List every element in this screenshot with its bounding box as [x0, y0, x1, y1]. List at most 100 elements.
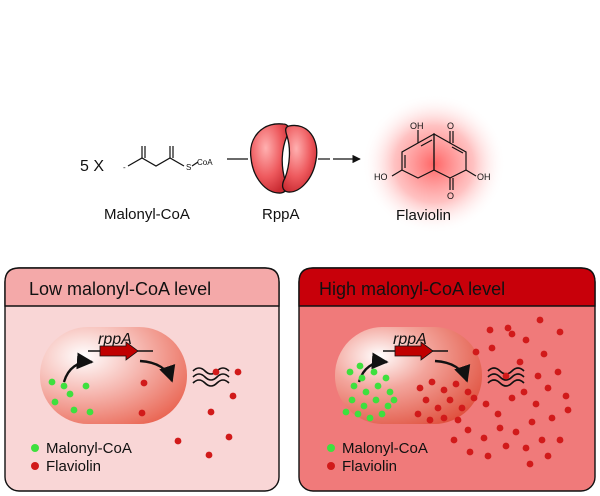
flaviolin-oh-right: OH: [477, 172, 491, 182]
flaviolin-high-dot: [522, 444, 530, 452]
flaviolin-o-top: O: [447, 121, 454, 131]
gene-label-high: rppA: [393, 331, 427, 348]
panel-low-title: Low malonyl-CoA level: [29, 279, 211, 299]
flaviolin-high-dot: [538, 436, 546, 444]
flaviolin-high-dot: [472, 348, 480, 356]
flaviolin-high-dot: [562, 392, 570, 400]
flaviolin-high-dot: [504, 324, 512, 332]
flaviolin-high-dot: [508, 330, 516, 338]
malonyl-high-dot: [372, 396, 380, 404]
flaviolin-structure: [391, 130, 477, 190]
flaviolin-low-dot: [207, 408, 215, 416]
product-label: Flaviolin: [396, 207, 451, 224]
flaviolin-high-dot: [516, 358, 524, 366]
malonyl-low-dot: [70, 406, 78, 414]
malonyl-low-dot: [48, 378, 56, 386]
flaviolin-high-dot: [496, 424, 504, 432]
legend-malonyl-dot-low: [31, 444, 39, 452]
flaviolin-high-dot: [554, 368, 562, 376]
uptake-arrow-low: [62, 352, 94, 383]
flaviolin-high-dot: [494, 410, 502, 418]
flaviolin-high-dot: [548, 414, 556, 422]
flaviolin-high-dot: [484, 452, 492, 460]
flaviolin-high-dot: [488, 344, 496, 352]
flaviolin-low-dot: [205, 451, 213, 459]
synthesis-arrow-low: [139, 359, 176, 383]
flaviolin-high-dot: [452, 380, 460, 388]
synthesis-arrow-high: [434, 359, 471, 383]
legend-flaviolin-label-low: Flaviolin: [46, 458, 101, 475]
flaviolin-low-dot: [229, 392, 237, 400]
flaviolin-high-dot: [532, 400, 540, 408]
malonyl-high-dot: [386, 388, 394, 396]
coa-label: CoA: [197, 158, 213, 167]
gene-label-low: rppA: [98, 331, 132, 348]
flaviolin-low-dot: [225, 433, 233, 441]
malonyl-low-dot: [60, 382, 68, 390]
malonyl-high-dot: [362, 388, 370, 396]
flaviolin-high-dot: [458, 404, 466, 412]
flaviolin-oh-top: OH: [410, 121, 424, 131]
carboxylate-minus: -: [123, 163, 126, 172]
malonyl-high-dot: [384, 402, 392, 410]
flaviolin-high-dot: [414, 410, 422, 418]
malonyl-high-dot: [358, 374, 366, 382]
flaviolin-low-dot: [138, 409, 146, 417]
flaviolin-high-dot: [556, 436, 564, 444]
malonyl-coa-structure: [127, 146, 185, 167]
malonyl-high-dot: [348, 396, 356, 404]
substrate-label: Malonyl-CoA: [104, 206, 190, 223]
legend-flaviolin-dot-low: [31, 462, 39, 470]
malonyl-high-dot: [366, 414, 374, 422]
mrna-squiggle-low: [192, 367, 230, 387]
malonyl-high-dot: [360, 402, 368, 410]
flaviolin-high-dot: [454, 416, 462, 424]
panel-high-title: High malonyl-CoA level: [319, 279, 505, 299]
flaviolin-high-dot: [526, 460, 534, 468]
sulfur-label: S: [186, 163, 191, 172]
malonyl-high-dot: [350, 382, 358, 390]
flaviolin-high-dot: [544, 452, 552, 460]
panel-high: High malonyl-CoA level rppA Malonyl-CoA …: [298, 267, 596, 492]
flaviolin-high-dot: [428, 378, 436, 386]
malonyl-high-dot: [370, 368, 378, 376]
malonyl-high-dot: [342, 408, 350, 416]
multiplier-text: 5 X: [80, 158, 104, 175]
malonyl-low-dot: [82, 382, 90, 390]
flaviolin-high-dot: [464, 388, 472, 396]
gene-arrow-low: [99, 341, 139, 361]
flaviolin-high-dot: [540, 350, 548, 358]
gene-arrow-high: [394, 341, 434, 361]
flaviolin-low-dot: [212, 368, 220, 376]
flaviolin-high-dot: [470, 394, 478, 402]
flaviolin-high-dot: [508, 394, 516, 402]
malonyl-low-dot: [86, 408, 94, 416]
flaviolin-high-dot: [426, 416, 434, 424]
malonyl-high-dot: [346, 368, 354, 376]
flaviolin-high-dot: [522, 336, 530, 344]
legend-flaviolin-dot-high: [327, 462, 335, 470]
flaviolin-high-dot: [422, 396, 430, 404]
flaviolin-high-dot: [528, 418, 536, 426]
panel-low: Low malonyl-CoA level rppA Malonyl-CoA F…: [4, 267, 280, 492]
malonyl-low-dot: [66, 390, 74, 398]
enzyme-label: RppA: [262, 206, 300, 223]
flaviolin-low-dot: [234, 368, 242, 376]
flaviolin-high-dot: [446, 396, 454, 404]
flaviolin-o-bottom: O: [447, 191, 454, 201]
flaviolin-low-dot: [140, 379, 148, 387]
legend-flaviolin-label-high: Flaviolin: [342, 458, 397, 475]
flaviolin-high-dot: [440, 414, 448, 422]
panel-high-header: [298, 267, 596, 307]
s-coa-bond: [191, 161, 199, 167]
panel-low-header: [4, 267, 280, 307]
flaviolin-high-dot: [512, 428, 520, 436]
malonyl-low-dot: [51, 398, 59, 406]
legend-malonyl-dot-high: [327, 444, 335, 452]
flaviolin-high-dot: [536, 316, 544, 324]
flaviolin-high-dot: [544, 384, 552, 392]
malonyl-high-dot: [374, 382, 382, 390]
flaviolin-high-dot: [502, 442, 510, 450]
flaviolin-ho-left: HO: [374, 172, 388, 182]
malonyl-high-dot: [382, 374, 390, 382]
